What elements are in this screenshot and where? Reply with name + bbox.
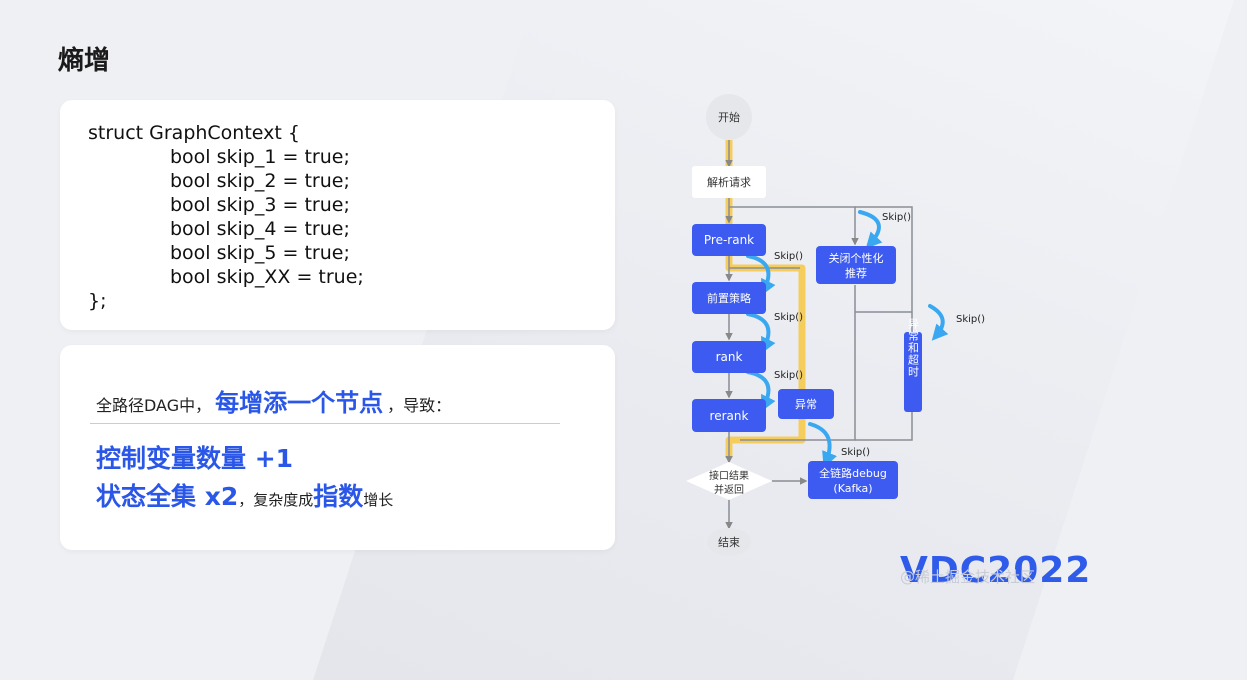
skip-label: Skip() bbox=[774, 312, 803, 323]
personalization-label: 推荐 bbox=[845, 266, 867, 280]
code-card: struct GraphContext { bool skip_1 = true… bbox=[60, 100, 615, 330]
state-tail: 增长 bbox=[363, 491, 394, 509]
skip-label: Skip() bbox=[774, 251, 803, 262]
debug-node bbox=[808, 461, 898, 499]
skip-label: Skip() bbox=[956, 314, 985, 325]
code-line: bool skip_XX = true; bbox=[170, 266, 364, 288]
skip-arrows bbox=[746, 210, 949, 468]
timeout-label: 异常和超时 bbox=[907, 318, 920, 378]
end-label: 结束 bbox=[718, 536, 740, 549]
rerank-label: rerank bbox=[710, 409, 749, 423]
divider bbox=[90, 423, 560, 424]
state-mid: ，复杂度成 bbox=[238, 491, 314, 509]
intro-highlight: 每增添一个节点 bbox=[215, 389, 384, 417]
variable-count-line: 控制变量数量 +1 bbox=[96, 444, 294, 473]
prestrategy-label: 前置策略 bbox=[707, 291, 751, 305]
connector-lines bbox=[725, 140, 913, 530]
debug-label: 全链路debug bbox=[819, 466, 887, 480]
state-highlight: 指数 bbox=[313, 482, 364, 511]
exception-label: 异常 bbox=[795, 398, 817, 411]
personalization-label: 关闭个性化 bbox=[829, 251, 884, 265]
code-line: bool skip_4 = true; bbox=[170, 218, 350, 240]
explain-card: 全路径DAG中，每增添一个节点，导致： 控制变量数量 +1 状态全集 x2，复杂… bbox=[60, 345, 615, 550]
code-line: bool skip_1 = true; bbox=[170, 146, 350, 168]
merge-node bbox=[686, 462, 772, 500]
skip-label: Skip() bbox=[841, 447, 870, 458]
prestrategy-node bbox=[692, 282, 766, 314]
flow-diagram: Skip() Skip() Skip() Skip() Skip() Skip(… bbox=[686, 94, 986, 556]
code-line: struct GraphContext { bbox=[88, 122, 300, 144]
vdc-logo: VDC2022 bbox=[900, 550, 1092, 591]
exception-node bbox=[778, 389, 834, 419]
state-space-line: 状态全集 x2，复杂度成指数增长 bbox=[96, 477, 393, 513]
watermark: @稀土掘金技术社区 bbox=[900, 568, 1036, 586]
parse-node bbox=[692, 166, 766, 198]
skip-label: Skip() bbox=[774, 370, 803, 381]
prerank-label: Pre-rank bbox=[704, 233, 754, 247]
timeout-node bbox=[904, 332, 922, 412]
code-line: bool skip_2 = true; bbox=[170, 170, 350, 192]
rank-label: rank bbox=[716, 350, 743, 364]
explain-intro: 全路径DAG中，每增添一个节点，导致： bbox=[96, 383, 451, 418]
merge-label: 并返回 bbox=[714, 483, 744, 496]
debug-label: (Kafka) bbox=[833, 482, 872, 495]
code-line: bool skip_3 = true; bbox=[170, 194, 350, 216]
rank-node bbox=[692, 341, 766, 373]
page-title: 熵增 bbox=[58, 46, 111, 76]
rerank-node bbox=[692, 399, 766, 432]
prerank-node bbox=[692, 224, 766, 256]
merge-label: 接口结果 bbox=[709, 469, 749, 482]
start-node bbox=[706, 94, 752, 140]
code-line: }; bbox=[88, 290, 107, 312]
end-node bbox=[707, 528, 751, 556]
parse-label: 解析请求 bbox=[707, 175, 751, 189]
personalization-node bbox=[816, 246, 896, 284]
intro-suffix: ，导致： bbox=[387, 396, 452, 415]
skip-label: Skip() bbox=[882, 212, 911, 223]
intro-prefix: 全路径DAG中， bbox=[96, 396, 212, 415]
state-main: 状态全集 x2 bbox=[96, 482, 239, 511]
skip-labels: Skip() Skip() Skip() Skip() Skip() Skip(… bbox=[774, 212, 985, 458]
code-line: bool skip_5 = true; bbox=[170, 242, 350, 264]
start-label: 开始 bbox=[718, 110, 740, 124]
